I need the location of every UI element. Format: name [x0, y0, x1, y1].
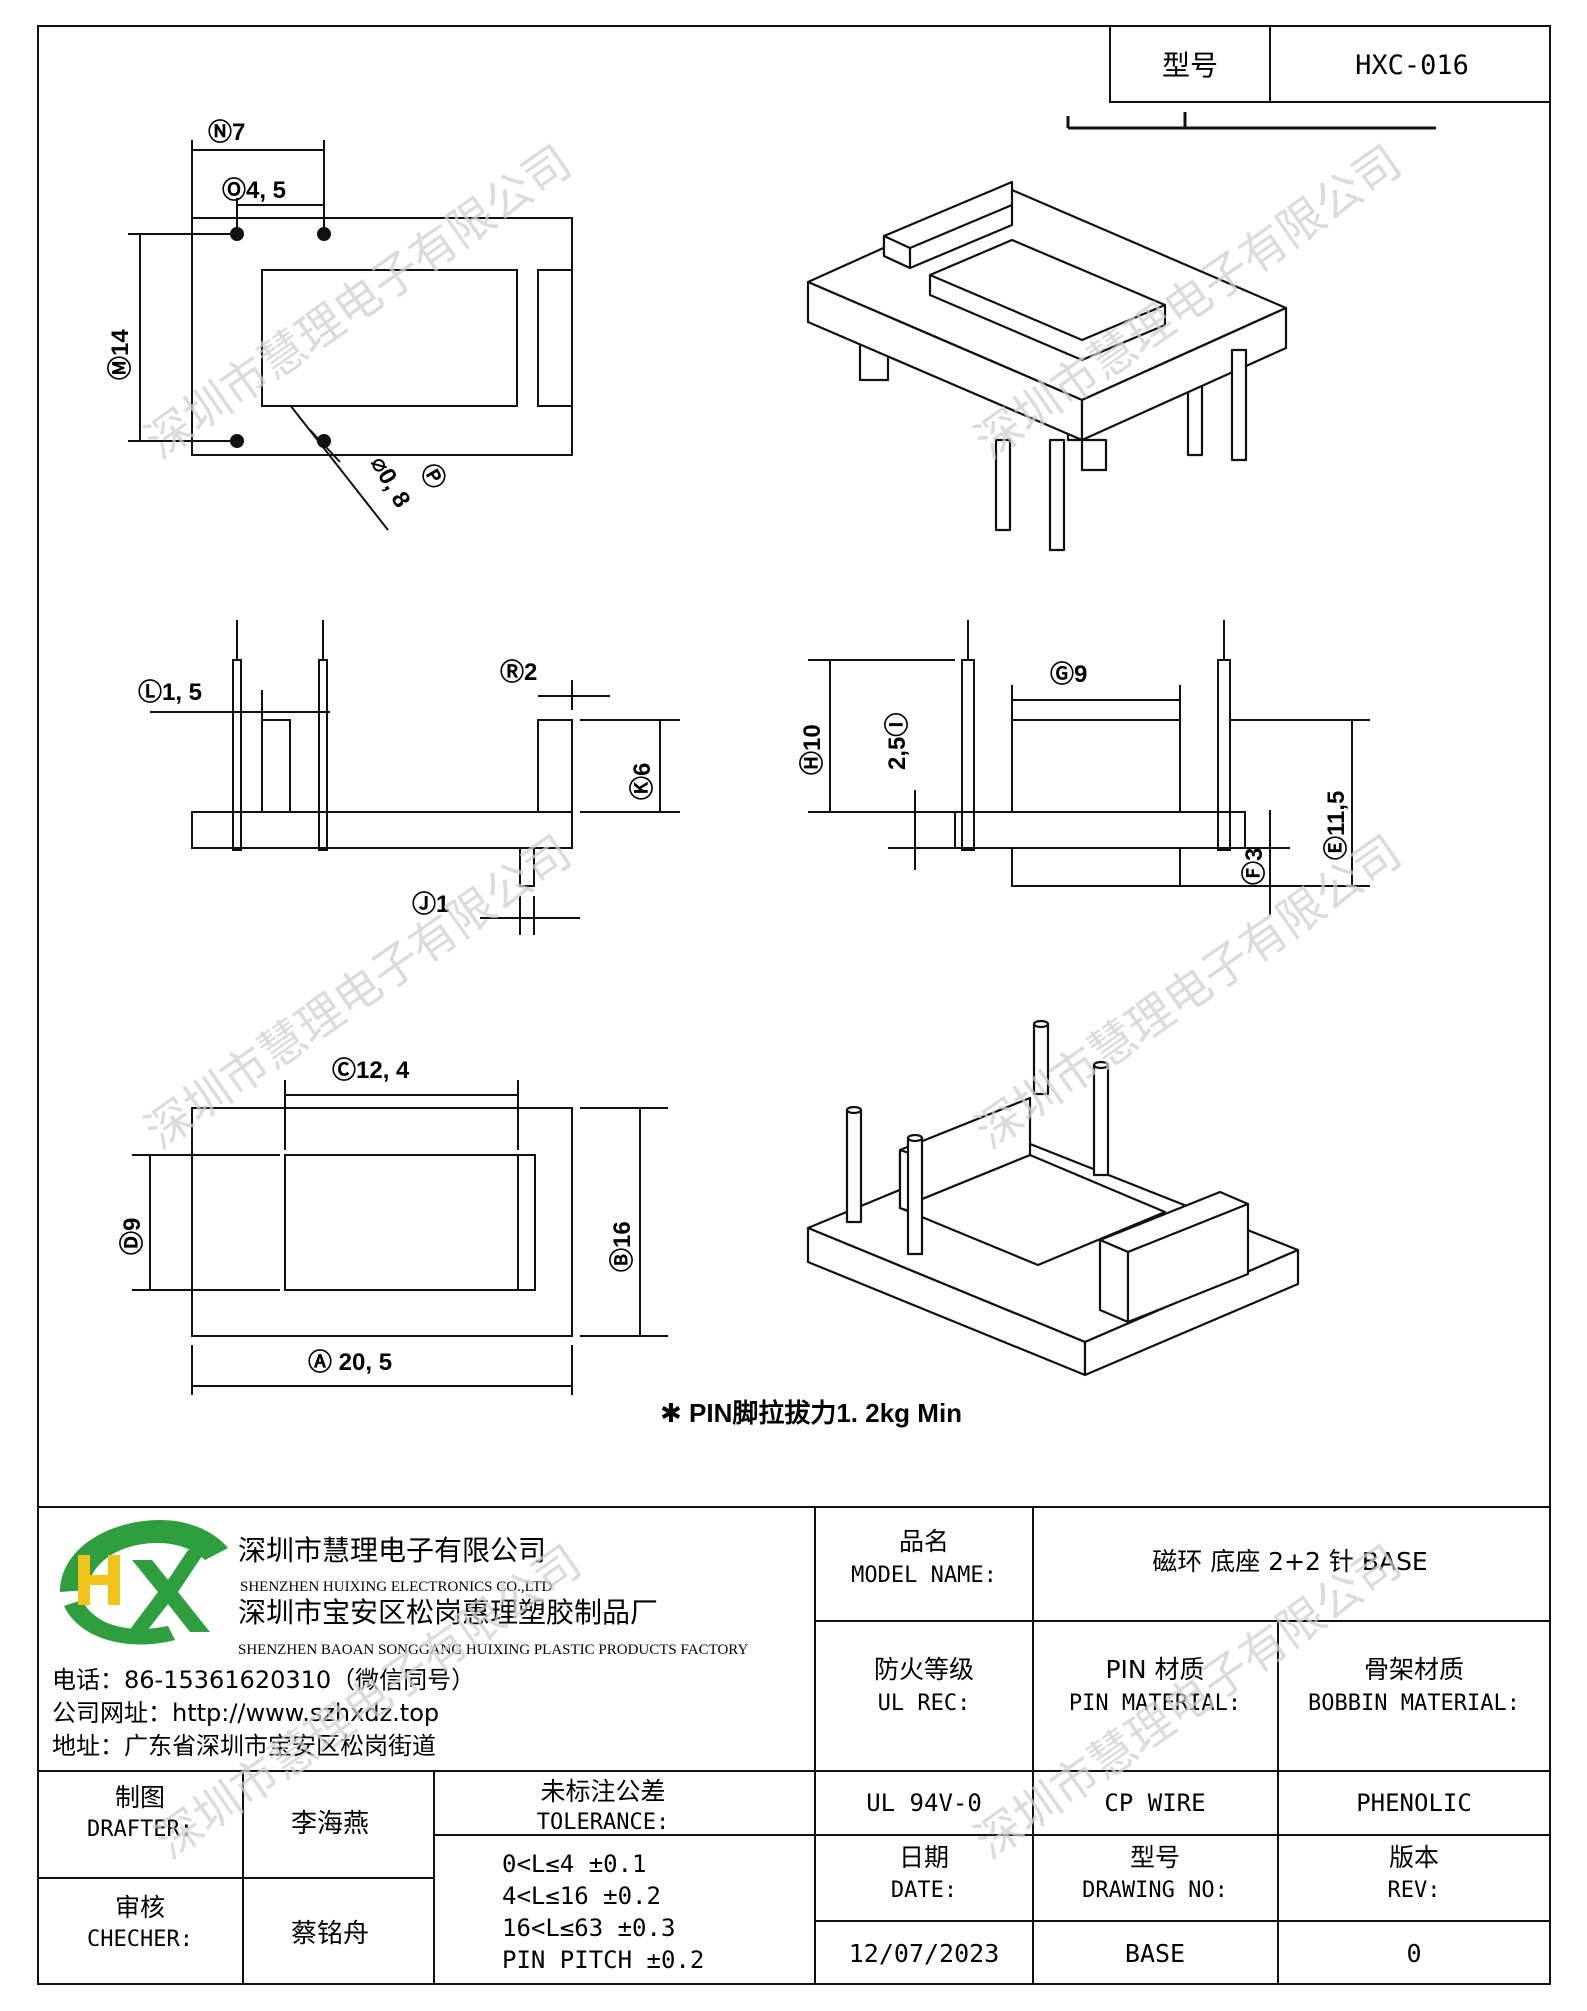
side-base [954, 811, 1246, 849]
company-website: 公司网址：http://www.szhxdz.top [52, 1699, 439, 1727]
ul-label-en: UL REC: [878, 1691, 971, 1716]
dim-r: Ⓡ2 [500, 658, 537, 686]
drawing-no-value: BASE [1125, 1939, 1185, 1968]
title-block-grid [38, 1506, 1550, 1984]
side-foot [1011, 847, 1181, 887]
factory-name-en: SHENZHEN BAOAN SONGGANG HUIXING PLASTIC … [238, 1642, 748, 1658]
factory-name-cn: 深圳市宝安区松岗惠理塑胶制品厂 [238, 1596, 658, 1629]
tolerance-line: PIN PITCH ±0.2 [502, 1946, 704, 1974]
dim-b: Ⓑ16 [608, 1221, 636, 1272]
pin-material-label-cn: PIN 材质 [1105, 1655, 1204, 1684]
pin-hole [230, 434, 244, 448]
tolerance-label-cn: 未标注公差 [540, 1777, 665, 1806]
model-name-label-en: MODEL NAME: [851, 1563, 997, 1588]
bobbin-material-label-en: BOBBIN MATERIAL: [1308, 1691, 1520, 1716]
drafter-name: 李海燕 [291, 1809, 369, 1839]
front-pin [318, 659, 328, 851]
top-view [128, 140, 573, 531]
rev-value: 0 [1406, 1939, 1421, 1968]
header-model-value: HXC-016 [1355, 50, 1469, 81]
dim-g: Ⓖ9 [1050, 660, 1087, 688]
header-artifact [1066, 112, 1436, 130]
date-value: 12/07/2023 [849, 1939, 1000, 1968]
dim-j: Ⓙ1 [412, 890, 449, 918]
company-logo [60, 1520, 228, 1645]
company-name-cn: 深圳市慧理电子有限公司 [238, 1534, 546, 1567]
watermark-text: 深圳市慧理电子有限公司 [135, 135, 580, 469]
company-address: 地址：广东省深圳市宝安区松岗街道 [52, 1732, 436, 1760]
dim-h: Ⓗ10 [798, 724, 826, 775]
dim-l: Ⓛ1, 5 [138, 678, 202, 706]
side-view [808, 620, 1370, 915]
tolerance-line: 16<L≤63 ±0.3 [502, 1914, 675, 1942]
company-name-en: SHENZHEN HUIXING ELECTRONICS CO.,LTD [240, 1579, 553, 1595]
top-view-slot [537, 269, 573, 407]
ul-value: UL 94V-0 [866, 1789, 982, 1817]
iso-view-bottom [806, 1019, 1300, 1377]
dim-p: Ⓟ [415, 459, 451, 494]
pin-material-label-en: PIN MATERIAL: [1069, 1691, 1241, 1716]
pin-hole [230, 227, 244, 241]
rev-label-en: REV: [1388, 1878, 1441, 1903]
bottom-outline [191, 1107, 573, 1337]
dim-k: Ⓚ6 [628, 763, 656, 800]
front-view [150, 620, 680, 935]
front-pin-bottom [519, 847, 535, 887]
checker-label-en: CHECHER: [87, 1927, 193, 1952]
dim-c: Ⓒ12, 4 [332, 1056, 410, 1084]
pin-hole [317, 227, 331, 241]
front-pin [232, 659, 242, 851]
model-name-label-cn: 品名 [899, 1527, 949, 1556]
bobbin-material-label-cn: 骨架材质 [1364, 1655, 1464, 1684]
dim-d: Ⓓ9 [118, 1218, 146, 1255]
drafter-label-cn: 制图 [115, 1783, 165, 1812]
checker-label-cn: 审核 [115, 1893, 165, 1922]
date-label-cn: 日期 [899, 1843, 949, 1872]
sheet-border [37, 25, 1551, 1985]
dim-p-value: ⌀0, 8 [365, 452, 416, 513]
header-model-label: 型号 [1162, 49, 1218, 82]
bobbin-material-value: PHENOLIC [1356, 1789, 1472, 1817]
pin-material-value: CP WIRE [1104, 1789, 1205, 1817]
dim-i: 2,5Ⓘ [883, 713, 911, 770]
date-label-en: DATE: [891, 1878, 957, 1903]
dim-n: Ⓝ7 [208, 118, 245, 146]
dim-o: Ⓞ4, 5 [222, 176, 286, 204]
tolerance-line: 0<L≤4 ±0.1 [502, 1850, 647, 1878]
front-wall-right [537, 719, 573, 813]
company-phone: 电话：86-15361620310（微信同号） [52, 1666, 475, 1694]
model-name-value: 磁环 底座 2+2 针 BASE [1152, 1547, 1427, 1576]
drawing-no-label-en: DRAWING NO: [1082, 1878, 1228, 1903]
drafter-label-en: DRAFTER: [87, 1817, 193, 1842]
side-pin [1217, 659, 1231, 851]
side-pin [961, 659, 975, 851]
rev-label-cn: 版本 [1389, 1843, 1439, 1872]
top-view-window [261, 269, 518, 407]
tolerance-label-en: TOLERANCE: [537, 1810, 669, 1835]
side-body [1011, 719, 1181, 813]
tolerance-line: 4<L≤16 ±0.2 [502, 1882, 661, 1910]
pin-pull-note: ✱ PIN脚拉拔力1. 2kg Min [660, 1398, 962, 1428]
checker-name: 蔡铭舟 [291, 1919, 369, 1949]
front-base [191, 811, 573, 849]
drawing-no-label-cn: 型号 [1130, 1843, 1180, 1872]
iso-view-top [806, 180, 1288, 552]
dim-e: Ⓔ11,5 [1322, 791, 1350, 860]
front-wall-left [261, 719, 291, 813]
watermark-text: 深圳市慧理电子有限公司 [965, 825, 1410, 1159]
ul-label-cn: 防火等级 [874, 1655, 974, 1684]
bottom-pad [284, 1154, 536, 1291]
dim-m: Ⓜ14 [106, 329, 134, 380]
header-model-box: 型号 HXC-016 [1109, 25, 1551, 103]
dim-f: Ⓕ3 [1240, 848, 1268, 885]
bottom-view [132, 1080, 668, 1395]
dim-a: Ⓐ 20, 5 [308, 1348, 392, 1376]
